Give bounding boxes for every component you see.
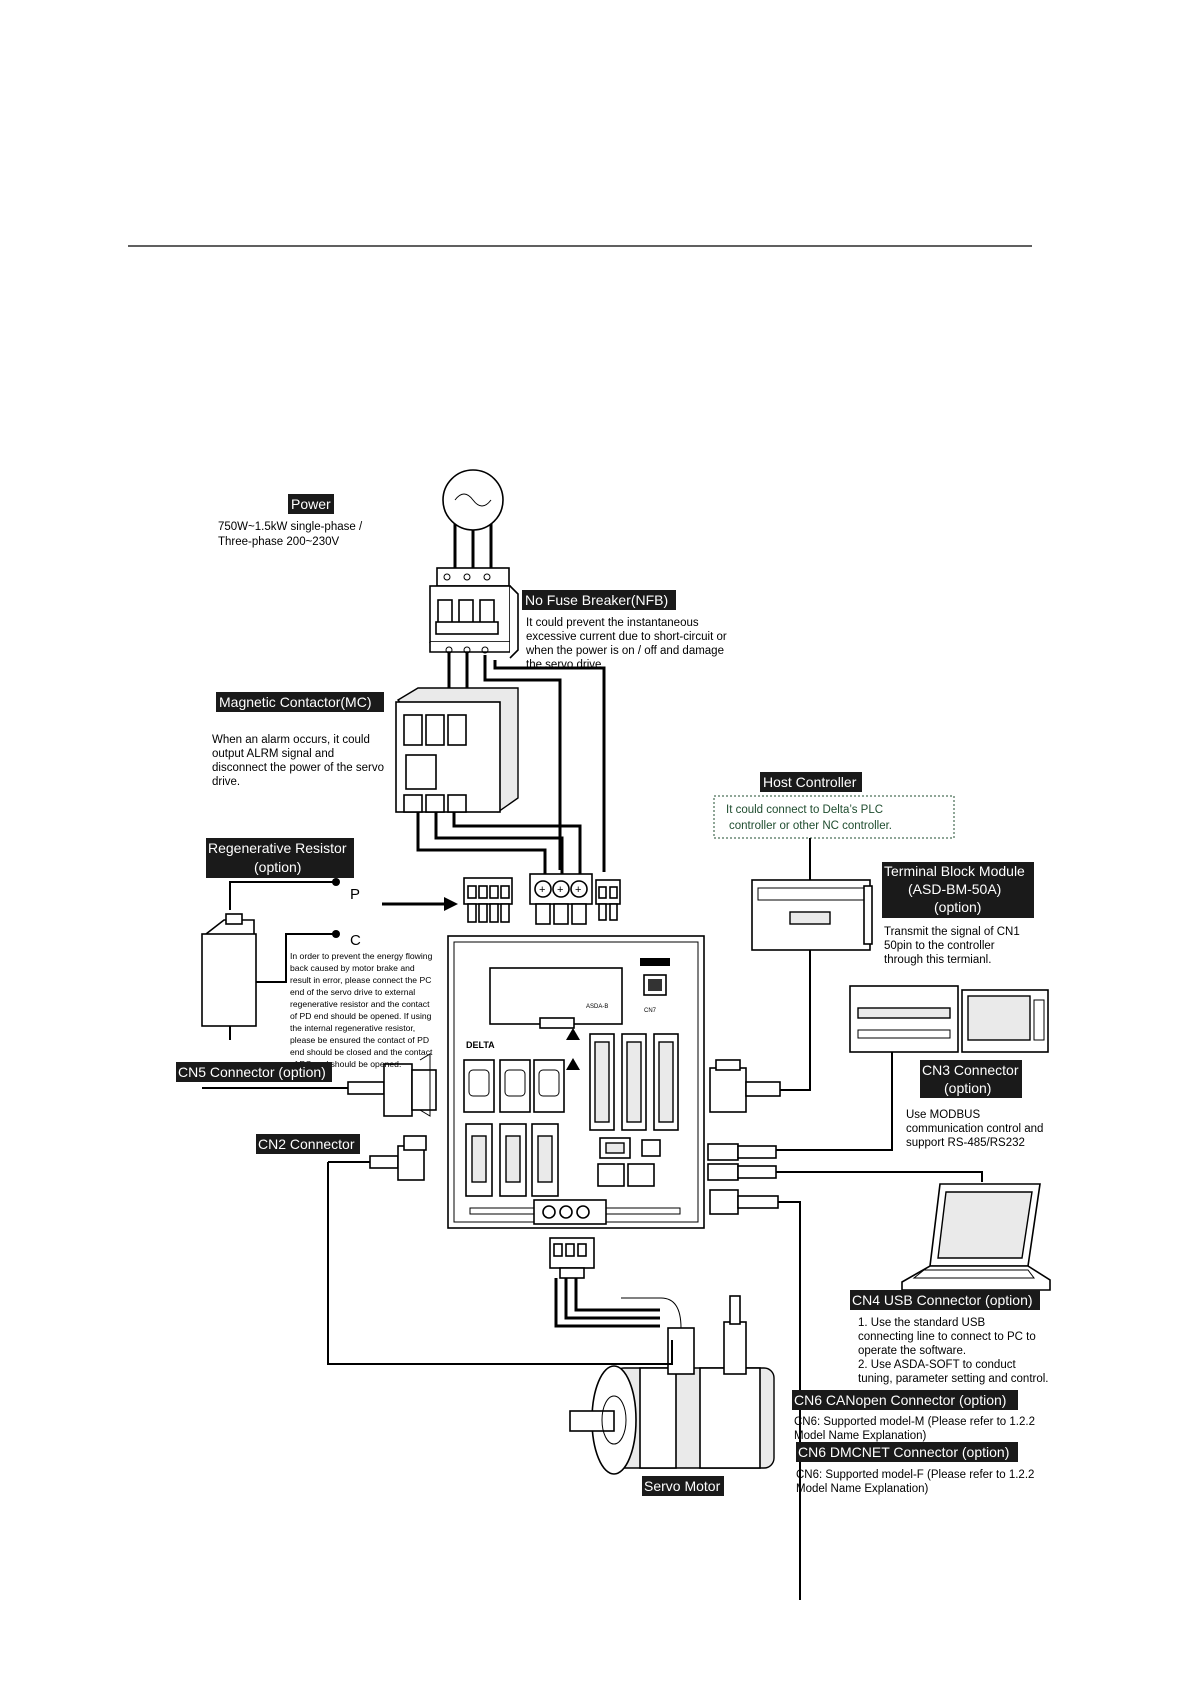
terminal-block-module-label: Terminal Block Module (ASD-BM-50A) (opti… — [882, 862, 1034, 966]
motor-power-cable — [549, 1237, 660, 1328]
svg-text:(option): (option) — [944, 1080, 991, 1096]
cn5-connector-label: CN5 Connector (option) — [176, 1062, 332, 1082]
svg-text:Transmit the signal of CN1: Transmit the signal of CN1 — [884, 926, 1020, 938]
svg-text:Three-phase 200~230V: Three-phase 200~230V — [218, 536, 339, 548]
svg-text:Model Name Explanation): Model Name Explanation) — [796, 1483, 928, 1495]
magnetic-contactor-icon — [395, 687, 519, 813]
cn3-cn4-plugs — [707, 1143, 983, 1600]
svg-text:end should be closed and the c: end should be closed and the contact — [290, 1047, 433, 1057]
svg-text:Power: Power — [291, 496, 331, 512]
svg-text:C: C — [350, 932, 361, 949]
svg-text:750W~1.5kW single-phase /: 750W~1.5kW single-phase / — [218, 521, 363, 533]
svg-text:please be ensured the contact: please be ensured the contact of PD — [290, 1035, 429, 1045]
drive-power-terminals: + + + — [463, 873, 621, 925]
svg-text:CN6: Supported model-M (Please: CN6: Supported model-M (Please refer to … — [794, 1416, 1035, 1428]
svg-text:In order to prevent the energy: In order to prevent the energy flowing — [290, 951, 433, 961]
svg-text:disconnect the power of the se: disconnect the power of the servo — [212, 762, 384, 774]
svg-text:operate the software.: operate the software. — [858, 1345, 966, 1357]
host-controller-box — [713, 795, 955, 839]
svg-text:Use MODBUS: Use MODBUS — [906, 1109, 980, 1121]
cn4-usb-connector-label: CN4 USB Connector (option) 1. Use the st… — [850, 1290, 1049, 1385]
svg-text:excessive current due to shor: excessive current due to short-circuit o… — [526, 631, 727, 643]
svg-text:output ALRM signal and: output ALRM signal and — [212, 748, 334, 760]
no-fuse-breaker-icon — [429, 567, 519, 659]
svg-text:50pin to the controller: 50pin to the controller — [884, 940, 995, 952]
svg-text:1. Use the standard USB: 1. Use the standard USB — [858, 1317, 986, 1329]
svg-text:Terminal Block Module: Terminal Block Module — [884, 863, 1025, 879]
power-label: Power 750W~1.5kW single-phase / Three-ph… — [218, 494, 363, 548]
svg-text:DELTA: DELTA — [466, 1040, 495, 1050]
plc-hmi-icon — [776, 985, 1049, 1151]
svg-text:drive.: drive. — [212, 776, 240, 788]
cn6-canopen-label: CN6 CANopen Connector (option) CN6: Supp… — [792, 1390, 1035, 1442]
svg-text:CN3 Connector: CN3 Connector — [922, 1062, 1019, 1078]
host-controller-label: Host Controller It could connect to Delt… — [726, 772, 892, 832]
servo-drive-icon: CN7 ASDA-B DELTA — [447, 935, 705, 1229]
regenerative-resistor-icon — [201, 878, 340, 1040]
svg-text:through this termianl.: through this termianl. — [884, 954, 991, 966]
svg-text:CN6 CANopen Connector (option): CN6 CANopen Connector (option) — [794, 1392, 1006, 1408]
svg-text:CN6 DMCNET Connector (option): CN6 DMCNET Connector (option) — [798, 1444, 1009, 1460]
svg-text:CN5 Connector (option): CN5 Connector (option) — [178, 1064, 326, 1080]
regen-resistor-label: Regenerative Resistor (option) P C In or… — [206, 838, 433, 1069]
cn2-connector-icon — [327, 1135, 673, 1365]
svg-text:(ASD-BM-50A): (ASD-BM-50A) — [908, 881, 1001, 897]
svg-text:(option): (option) — [934, 899, 981, 915]
svg-text:CN6: Supported model-F (Please: CN6: Supported model-F (Please refer to … — [796, 1469, 1034, 1481]
ac-power-source-icon — [442, 469, 504, 531]
svg-text:P: P — [350, 886, 360, 903]
svg-text:ASDA-B: ASDA-B — [586, 1004, 608, 1010]
svg-text:controller or other NC control: controller or other NC controller. — [729, 820, 892, 832]
svg-text:communication control and: communication control and — [906, 1123, 1043, 1135]
svg-text:end of the servo drive to exte: end of the servo drive to external — [290, 987, 415, 997]
svg-text:CN2 Connector: CN2 Connector — [258, 1136, 355, 1152]
svg-text:Host Controller: Host Controller — [763, 774, 857, 790]
svg-text:2. Use ASDA-SOFT to conduct: 2. Use ASDA-SOFT to conduct — [858, 1359, 1016, 1371]
svg-text:Model Name Explanation): Model Name Explanation) — [794, 1430, 926, 1442]
cn3-connector-label: CN3 Connector (option) Use MODBUS commun… — [906, 1060, 1043, 1149]
svg-text:tuning, parameter setting and: tuning, parameter setting and control. — [858, 1373, 1049, 1385]
svg-text:connecting line to connect to: connecting line to connect to PC to — [858, 1331, 1036, 1343]
svg-text:No Fuse Breaker(NFB): No Fuse Breaker(NFB) — [525, 592, 668, 608]
nfb-label: No Fuse Breaker(NFB) It could prevent th… — [522, 590, 727, 671]
svg-text:Servo Motor: Servo Motor — [644, 1478, 721, 1494]
svg-text:back caused by motor brake and: back caused by motor brake and — [290, 963, 415, 973]
svg-text:result in error, please connec: result in error, please connect the PC — [290, 975, 431, 985]
terminal-block-module-icon — [751, 879, 873, 1091]
svg-text:+: + — [557, 884, 563, 896]
servo-motor-icon — [569, 1295, 775, 1475]
svg-text:It could connect to Delta’s PL: It could connect to Delta’s PLC — [726, 804, 883, 816]
regen-arrow — [382, 897, 458, 911]
svg-text:Regenerative Resistor: Regenerative Resistor — [208, 840, 347, 856]
laptop-pc-icon — [901, 1183, 1051, 1291]
svg-text:of PD end should be opened. I: of PD end should be opened. If using — [290, 1011, 432, 1021]
cn6-dmcnet-label: CN6 DMCNET Connector (option) CN6: Suppo… — [796, 1442, 1034, 1495]
cn5-connector-icon — [202, 1053, 437, 1117]
svg-text:support RS-485/RS232: support RS-485/RS232 — [906, 1137, 1025, 1149]
svg-text:Magnetic Contactor(MC): Magnetic Contactor(MC) — [219, 694, 372, 710]
svg-text:+: + — [575, 884, 581, 896]
servo-motor-label: Servo Motor — [642, 1476, 724, 1496]
svg-text:of PC end should be opened.: of PC end should be opened. — [290, 1059, 401, 1069]
svg-text:(option): (option) — [254, 859, 301, 875]
svg-text:regenerative resistor and the: regenerative resistor and the contact — [290, 999, 430, 1009]
mc-label: Magnetic Contactor(MC) When an alarm occ… — [212, 692, 384, 788]
cn2-connector-label: CN2 Connector — [256, 1134, 360, 1154]
svg-text:When an alarm occurs, it could: When an alarm occurs, it could — [212, 734, 370, 746]
cn1-connector-icon — [709, 1059, 781, 1113]
svg-text:CN7: CN7 — [644, 1008, 657, 1014]
svg-text:the internal regenerative resi: the internal regenerative resistor, — [290, 1023, 415, 1033]
svg-text:It could prevent the instantan: It could prevent the instantaneous — [526, 617, 699, 629]
svg-text:CN4 USB Connector (option): CN4 USB Connector (option) — [852, 1292, 1033, 1308]
svg-text:the servo drive.: the servo drive. — [526, 659, 605, 671]
svg-text:+: + — [539, 884, 545, 896]
svg-text:when the power is on / off and: when the power is on / off and damage — [525, 645, 724, 657]
